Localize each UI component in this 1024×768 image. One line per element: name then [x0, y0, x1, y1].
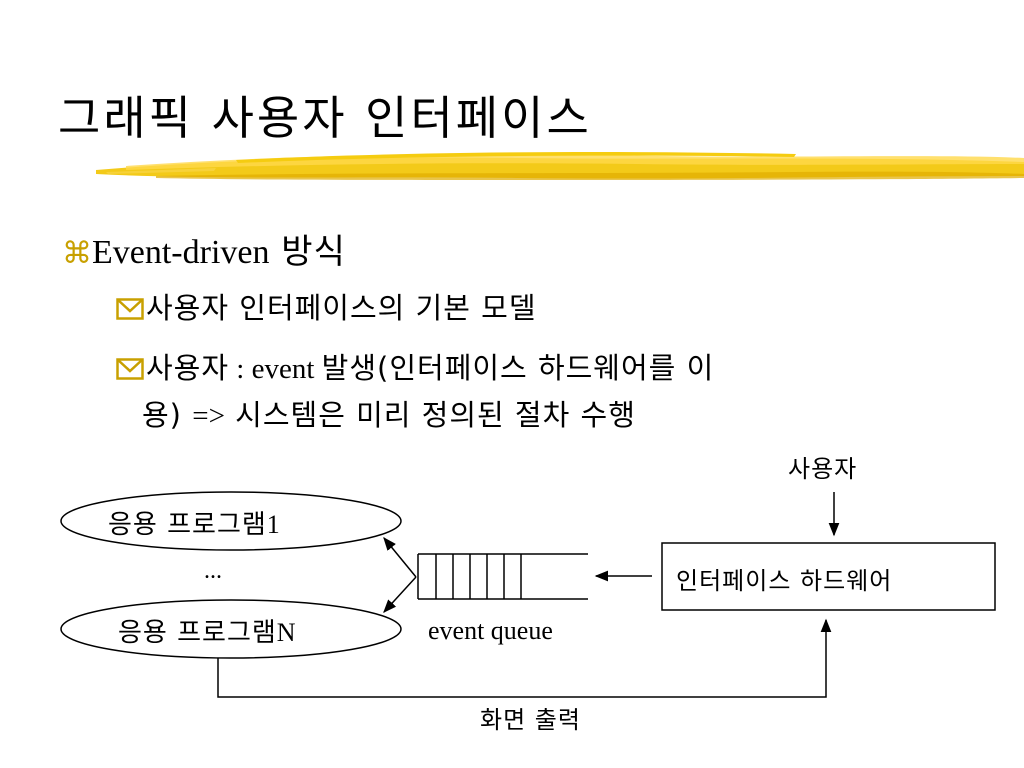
subbullet-user-event-part2: : event	[229, 353, 322, 385]
screen-output-label: 화면 출력	[480, 706, 581, 734]
bullet-event-driven-text-en: Event-driven	[92, 234, 270, 271]
bullet-event-driven: ⌘Event-driven 방식	[62, 224, 346, 273]
subbullet-cont-part1: 용)	[142, 398, 193, 432]
envelope-bullet-icon	[116, 358, 144, 380]
subbullet-user-event-continuation: 용) => 시스템은 미리 정의된 절차 수행	[142, 392, 636, 434]
subbullet-cont-part2: 시스템은 미리 정의된 절차 수행	[224, 398, 636, 432]
hardware-box	[661, 542, 996, 611]
ellipsis-label: ...	[204, 558, 222, 584]
event-queue-shape	[417, 553, 588, 600]
command-bullet-icon: ⌘	[62, 236, 92, 271]
envelope-bullet-icon	[116, 298, 144, 320]
subbullet-basic-model: 사용자 인터페이스의 기본 모델	[116, 285, 537, 327]
title-underline-brush	[96, 152, 1024, 180]
event-queue-label: event queue	[428, 616, 553, 645]
subbullet-basic-model-text: 사용자 인터페이스의 기본 모델	[146, 291, 537, 325]
slide-title: 그래픽 사용자 인터페이스	[58, 91, 592, 145]
subbullet-cont-arrow: =>	[192, 400, 225, 432]
bullet-event-driven-text-ko: 방식	[269, 232, 346, 272]
arrow-queue-to-appN	[383, 576, 417, 613]
arrow-queue-to-app1	[383, 536, 417, 578]
appN-label: 응용 프로그램N	[118, 618, 296, 648]
appN-ellipse	[60, 599, 402, 659]
subbullet-user-event-part3: 발생(인터페이스 하드웨어를 이	[321, 351, 715, 385]
app1-ellipse	[60, 491, 402, 551]
user-label: 사용자	[788, 455, 858, 483]
subbullet-user-event-part1: 사용자	[146, 351, 230, 385]
event-model-diagram: 응용 프로그램1 ... 응용 프로그램N event queue 인터페이스 …	[0, 440, 1024, 768]
app1-label: 응용 프로그램1	[108, 510, 280, 540]
hardware-label: 인터페이스 하드웨어	[676, 567, 893, 595]
subbullet-user-event: 사용자 : event 발생(인터페이스 하드웨어를 이	[116, 345, 714, 387]
diagram-shapes	[60, 491, 996, 698]
screen-output-path	[217, 618, 832, 698]
